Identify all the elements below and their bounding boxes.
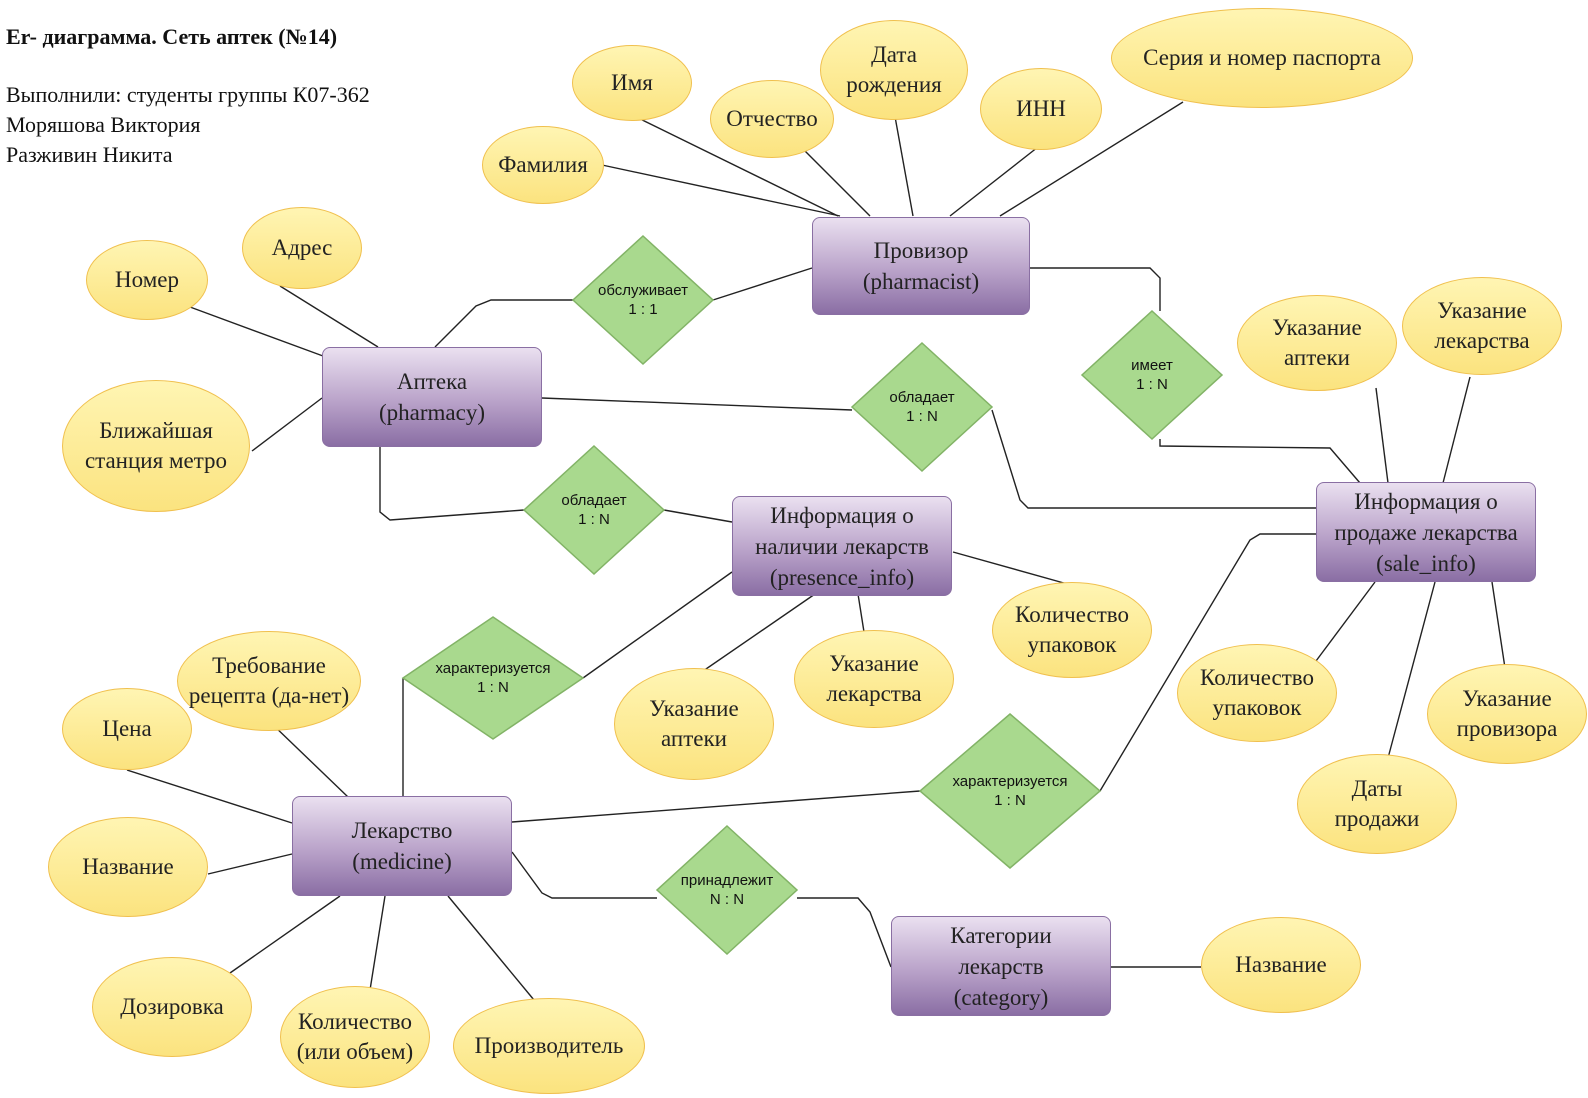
connector-line — [999, 101, 1184, 217]
connector-line — [1442, 376, 1471, 484]
connector-line — [251, 397, 323, 452]
connector-line — [229, 895, 341, 974]
entity-pharmacy[interactable]: Аптека (pharmacy) — [322, 347, 542, 447]
relationship-diamond — [571, 234, 715, 366]
attribute-manufacturer[interactable]: Производитель — [453, 998, 645, 1094]
entity-category[interactable]: Категории лекарств (category) — [891, 916, 1111, 1016]
attribute-sale-pharmacist[interactable]: Указание провизора — [1427, 664, 1587, 764]
author-name-2: Разживин Никита — [6, 142, 173, 167]
connector-line — [279, 285, 379, 348]
attribute-presence-pharmacy[interactable]: Указание аптеки — [614, 668, 774, 780]
attribute-nearest-metro[interactable]: Ближайшая станция метро — [62, 380, 250, 512]
connector-line — [379, 447, 525, 521]
entity-medicine[interactable]: Лекарство (medicine) — [292, 796, 512, 896]
attribute-quantity[interactable]: Количество (или объем) — [280, 986, 430, 1088]
relationship-belongs[interactable]: принадлежит N : N — [680, 872, 774, 908]
connector-line — [857, 593, 865, 633]
connector-line — [1159, 439, 1361, 484]
attribute-name[interactable]: Имя — [572, 45, 692, 121]
connector-line — [207, 853, 293, 875]
connector-line — [269, 721, 349, 798]
connector-line — [189, 306, 324, 357]
connector-line — [511, 851, 657, 899]
connector-line — [712, 267, 813, 301]
relationship-owns-sale-info[interactable]: обладает 1 : N — [889, 389, 955, 425]
relationship-serves[interactable]: обслуживает 1 : 1 — [598, 282, 688, 318]
relationship-diamond — [850, 341, 994, 473]
connector-line — [369, 895, 386, 991]
connector-line — [541, 397, 853, 411]
attribute-patronymic[interactable]: Отчество — [710, 80, 834, 158]
entity-sale-info[interactable]: Информация о продаже лекарства (sale_inf… — [1316, 482, 1536, 582]
authors-line: Выполнили: студенты группы К07-362 — [6, 82, 370, 107]
attribute-passport[interactable]: Серия и номер паспорта — [1111, 8, 1413, 108]
connector-line — [126, 769, 293, 824]
relationship-diamond — [522, 444, 666, 576]
connector-line — [447, 895, 535, 1001]
connector-line — [1099, 533, 1316, 792]
relationship-diamond — [401, 616, 585, 740]
author-name-1: Моряшова Виктория — [6, 112, 201, 137]
attribute-sale-pharmacy[interactable]: Указание аптеки — [1237, 295, 1397, 391]
relationship-diamond — [918, 713, 1102, 869]
attribute-medicine-name[interactable]: Название — [48, 817, 208, 917]
connector-line — [625, 111, 839, 217]
connector-line — [511, 790, 921, 823]
relationship-characterized-sale[interactable]: характеризуется 1 : N — [952, 773, 1068, 809]
connector-line — [949, 146, 1039, 217]
attribute-sale-dates[interactable]: Даты продажи — [1297, 754, 1457, 854]
connector-line — [991, 409, 1316, 509]
attribute-number[interactable]: Номер — [86, 240, 208, 320]
connector-line — [1491, 581, 1506, 669]
connector-line — [1315, 581, 1376, 662]
connector-line — [434, 299, 573, 348]
attribute-price[interactable]: Цена — [62, 688, 192, 770]
connector-line — [797, 897, 892, 968]
attribute-prescription-required[interactable]: Требование рецепта (да-нет) — [177, 631, 361, 731]
connector-line — [1387, 581, 1436, 759]
relationship-owns-presence-info[interactable]: обладает 1 : N — [561, 492, 627, 528]
attribute-birth-date[interactable]: Дата рождения — [820, 20, 968, 120]
relationship-diamond — [1080, 309, 1224, 441]
relationship-characterized-presence[interactable]: характеризуется 1 : N — [435, 660, 551, 696]
connector-line — [1030, 267, 1161, 311]
diagram-title: Er- диаграмма. Сеть аптек (№14) — [6, 24, 338, 49]
connector-line — [601, 164, 841, 217]
attribute-address[interactable]: Адрес — [242, 207, 362, 289]
connector-line — [1375, 387, 1389, 484]
diagram-header: Er- диаграмма. Сеть аптек (№14) Выполнил… — [6, 24, 370, 170]
connector-line — [582, 571, 733, 679]
connector-line — [803, 149, 871, 217]
attribute-sale-quantity[interactable]: Количество упаковок — [1177, 644, 1337, 742]
attribute-sale-medicine[interactable]: Указание лекарства — [1402, 277, 1562, 375]
connector-line — [663, 509, 733, 523]
entity-presence-info[interactable]: Информация о наличии лекарств (presence_… — [732, 496, 952, 596]
attribute-presence-medicine[interactable]: Указание лекарства — [794, 630, 954, 728]
attribute-category-name[interactable]: Название — [1201, 917, 1361, 1013]
attribute-surname[interactable]: Фамилия — [482, 126, 604, 204]
attribute-presence-quantity[interactable]: Количество упаковок — [992, 582, 1152, 678]
relationship-diamond — [655, 824, 799, 956]
connector-line — [689, 593, 816, 681]
attribute-dosage[interactable]: Дозировка — [92, 957, 252, 1057]
connector-line — [952, 551, 1072, 586]
relationship-has[interactable]: имеет 1 : N — [1131, 357, 1173, 393]
entity-pharmacist[interactable]: Провизор (pharmacist) — [812, 217, 1030, 315]
attribute-inn[interactable]: ИНН — [980, 68, 1102, 150]
